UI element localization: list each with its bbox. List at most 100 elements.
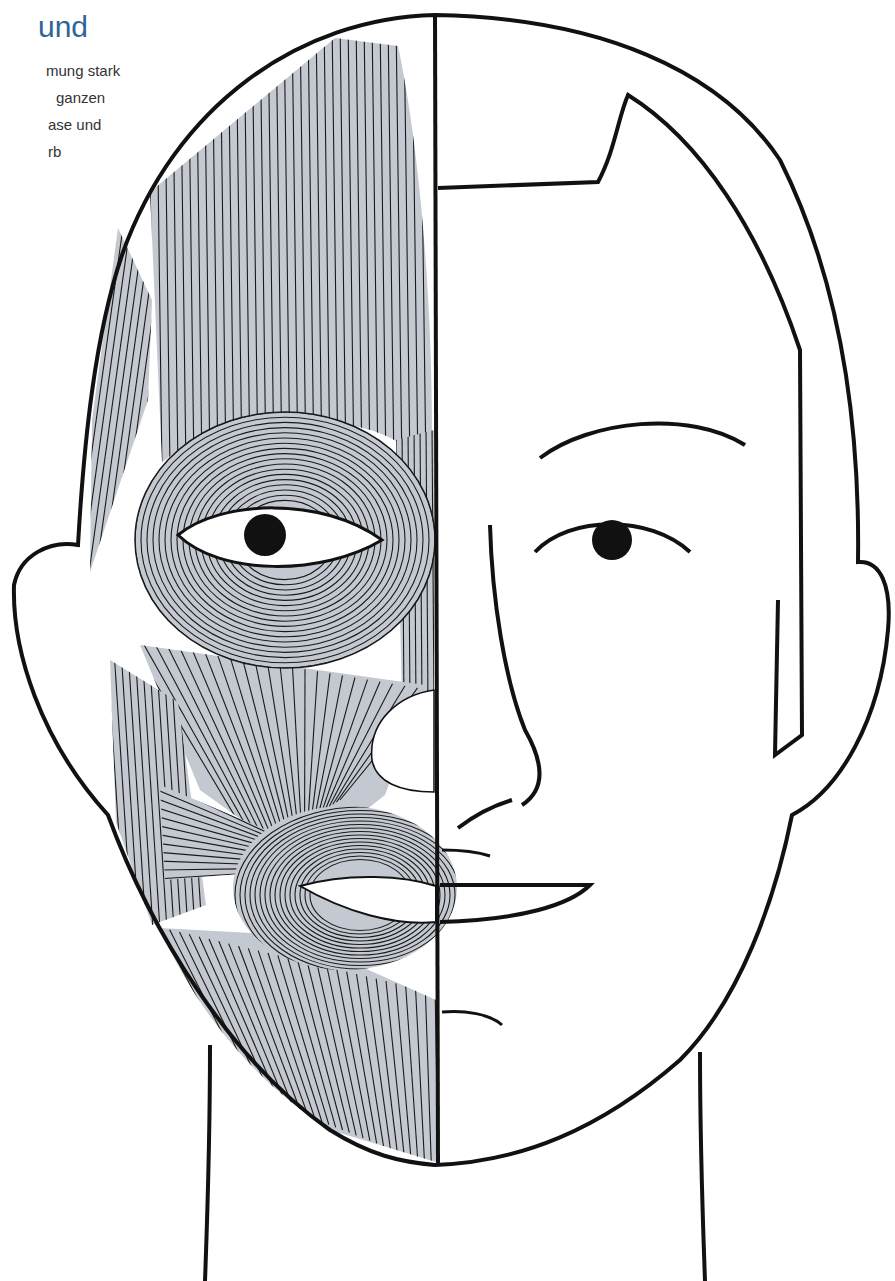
hairline	[438, 95, 802, 755]
muscle-fibre	[180, 932, 261, 1098]
muscle-fibre	[308, 671, 317, 819]
muscle-fibre	[292, 20, 298, 470]
eyebrow	[540, 423, 745, 458]
muscle-fibre	[388, 20, 394, 470]
muscle-fibre	[255, 661, 290, 829]
muscle-fibre	[212, 20, 218, 470]
muscle-fibre	[265, 828, 455, 962]
muscle-fibre	[219, 941, 288, 1108]
pupil	[592, 520, 632, 560]
muscle-fibre	[416, 988, 425, 1162]
muscle-fibre	[372, 20, 378, 470]
muscle-fibre	[88, 220, 138, 580]
muscle-fibre	[220, 20, 226, 470]
muscle-fibre	[315, 675, 342, 814]
muscle-fibre	[184, 650, 202, 930]
muscle-fibre	[412, 20, 418, 470]
ear-guide	[39, 600, 95, 770]
muscle-fibre	[165, 438, 405, 642]
body-text: ase und	[48, 116, 101, 134]
muscle-fibre	[376, 979, 397, 1152]
muscle-fibre	[170, 650, 188, 930]
head-outline	[14, 15, 889, 1165]
muscle-fibre	[121, 650, 139, 930]
muscle-fibre	[147, 422, 423, 657]
muscle-fibre	[356, 20, 362, 470]
muscle-fibre	[100, 650, 118, 930]
muscle-fibre	[337, 969, 370, 1140]
muscle-fibre	[380, 20, 386, 470]
muscle-fibre	[280, 839, 440, 952]
muscle-fibre	[229, 944, 295, 1112]
muscle-fibre	[177, 650, 195, 930]
muscle-fibre	[244, 20, 250, 470]
muscle-fibre	[235, 807, 485, 983]
muscle-fibre	[284, 20, 290, 470]
muscle-fibre	[324, 20, 330, 470]
muscle-fibre	[141, 417, 429, 663]
muscle-fibre	[268, 20, 274, 470]
mouth-line	[440, 885, 590, 922]
muscle-fibre	[148, 20, 154, 470]
muscle-fibre	[205, 650, 223, 930]
muscle-fibre	[230, 657, 283, 834]
muscle-fibre	[364, 20, 370, 470]
muscle-fibre	[198, 650, 216, 930]
muscle-fibre	[114, 650, 132, 930]
muscle-fibre	[285, 842, 435, 948]
muscle-fibre	[212, 650, 230, 930]
muscle-fibre	[252, 20, 258, 470]
muscle-outline	[135, 412, 435, 668]
muscle-fibre	[308, 20, 314, 470]
muscle-fibre	[307, 962, 349, 1132]
mouth-outline	[300, 877, 436, 923]
muscle-fibre	[386, 981, 404, 1154]
muscle-fibre	[107, 650, 125, 930]
muscle-fibre	[275, 835, 445, 955]
muscle-fibre	[304, 669, 306, 821]
muscle-fibre	[270, 832, 450, 959]
muscle-fibre	[280, 665, 298, 825]
muscle-fibre	[293, 667, 302, 823]
pupil	[244, 514, 286, 556]
muscle-fibre	[348, 20, 354, 470]
body-text: ganzen	[56, 89, 105, 107]
muscle-fibre	[406, 986, 418, 1160]
heading: und	[38, 10, 88, 44]
midline	[435, 15, 438, 1165]
muscle-fibre	[196, 20, 202, 470]
nostril	[458, 800, 512, 828]
muscle-fibre	[204, 20, 210, 470]
muscle-fibre	[188, 20, 194, 470]
muscle-fibre	[268, 663, 294, 827]
nose-outline	[372, 690, 434, 792]
muscle-fibre	[260, 20, 266, 470]
muscle-fibre	[444, 995, 445, 1170]
muscle-fibre	[150, 925, 240, 1090]
muscle-fibre	[191, 650, 209, 930]
muscle-fibre	[171, 443, 399, 637]
muscle-fibre	[240, 811, 480, 980]
muscle-fibre	[316, 20, 322, 470]
muscle-fibre	[396, 983, 411, 1156]
muscle-fibre	[142, 650, 160, 930]
muscle-fibre	[81, 220, 131, 580]
neck-line	[205, 1045, 210, 1281]
muscle-fibre	[172, 20, 178, 470]
muscle-fibre	[268, 953, 322, 1122]
lip-line	[442, 850, 490, 856]
